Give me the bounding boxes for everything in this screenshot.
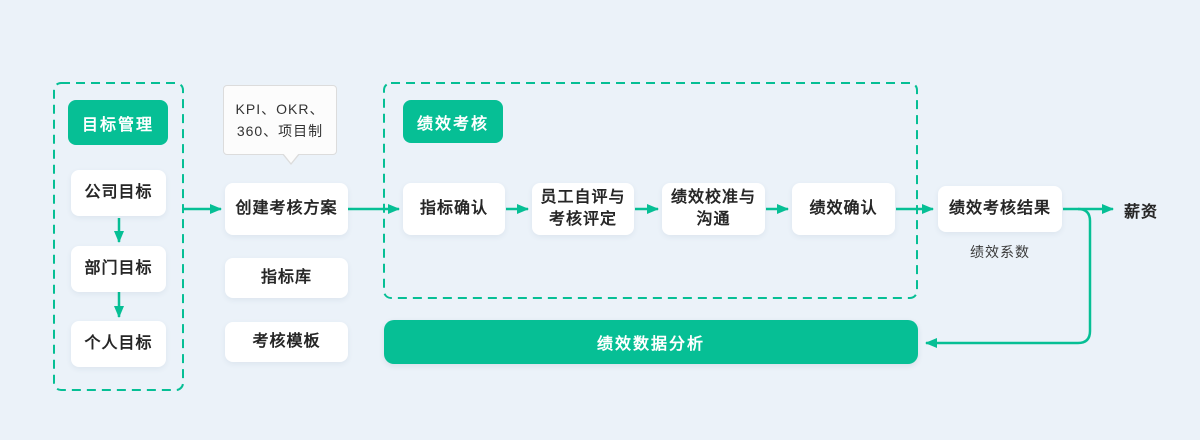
create-plan-node: 创建考核方案 [225, 183, 348, 235]
goal-management-title-label: 目标管理 [81, 116, 154, 134]
salary-label: 薪资 [1124, 204, 1159, 221]
personal-goal-label: 个人目标 [84, 335, 153, 352]
create-plan-label: 创建考核方案 [235, 200, 338, 217]
indicator-library-label: 指标库 [260, 269, 312, 286]
assessment-result-node: 绩效考核结果 [938, 186, 1062, 232]
assessment-title-label: 绩效考核 [416, 115, 489, 133]
callout-tail-fill [283, 153, 299, 163]
company-goal-label: 公司目标 [84, 184, 153, 201]
step-performance-confirm-label: 绩效确认 [809, 200, 878, 217]
goal-management-title-badge: 目标管理 [68, 100, 168, 145]
step-selfreview-label: 员工自评与考核评定 [540, 189, 626, 228]
step-indicator-confirm-node: 指标确认 [403, 183, 505, 235]
step-selfreview-node: 员工自评与考核评定 [532, 183, 634, 235]
assessment-title-badge: 绩效考核 [403, 100, 503, 143]
plan-types-line2: 360、项目制 [236, 123, 324, 139]
step-indicator-confirm-label: 指标确认 [419, 200, 488, 217]
assessment-template-node: 考核模板 [225, 322, 348, 362]
performance-data-analysis-label: 绩效数据分析 [596, 336, 705, 353]
personal-goal-node: 个人目标 [71, 321, 166, 367]
company-goal-node: 公司目标 [71, 170, 166, 216]
performance-data-analysis-bar: 绩效数据分析 [384, 320, 918, 364]
step-performance-confirm-node: 绩效确认 [792, 183, 895, 235]
plan-types-callout: KPI、OKR、 360、项目制 [223, 85, 337, 165]
department-goal-label: 部门目标 [84, 260, 153, 277]
assessment-template-label: 考核模板 [252, 333, 321, 350]
step-calibration-label: 绩效校准与沟通 [670, 189, 756, 228]
step-calibration-node: 绩效校准与沟通 [662, 183, 765, 235]
plan-types-line1: KPI、OKR、 [235, 101, 325, 117]
assessment-result-label: 绩效考核结果 [948, 200, 1051, 217]
indicator-library-node: 指标库 [225, 258, 348, 298]
performance-coefficient-label: 绩效系数 [970, 244, 1030, 260]
department-goal-node: 部门目标 [71, 246, 166, 292]
